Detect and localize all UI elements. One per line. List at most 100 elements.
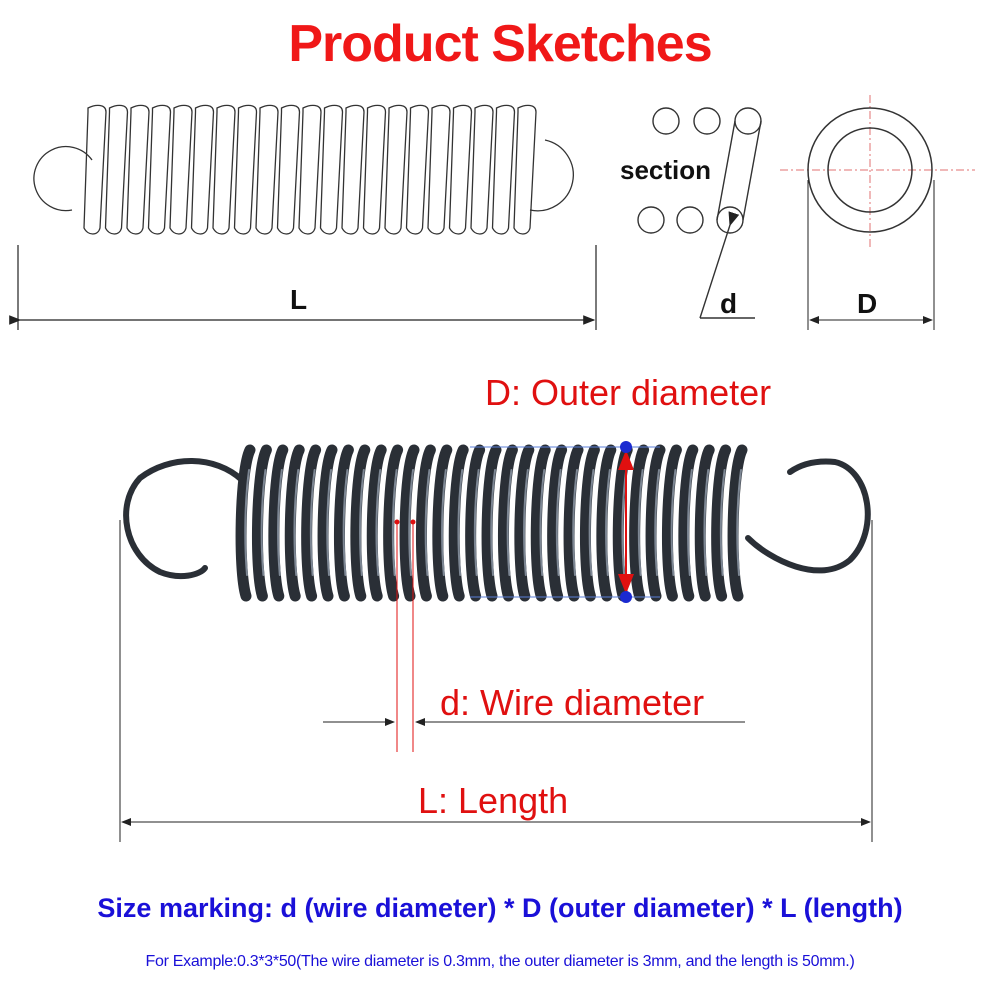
coil-highlight bbox=[375, 469, 382, 576]
coil bbox=[366, 444, 387, 602]
coil-outline bbox=[126, 104, 150, 235]
length-label: L: Length bbox=[418, 780, 569, 821]
coil bbox=[301, 444, 322, 602]
coil-outline bbox=[169, 104, 193, 235]
left-hook-sketch bbox=[33, 145, 93, 212]
coil-highlight bbox=[654, 469, 660, 576]
coil bbox=[268, 444, 289, 602]
coil bbox=[711, 444, 732, 602]
coil-outline bbox=[513, 104, 537, 235]
coil-outline bbox=[384, 104, 408, 235]
coil-highlight bbox=[473, 469, 480, 576]
coil-highlight bbox=[670, 469, 677, 576]
coil-highlight bbox=[539, 469, 546, 576]
coil bbox=[694, 444, 715, 602]
coil-outline bbox=[470, 104, 494, 235]
coil bbox=[333, 444, 354, 602]
coil bbox=[678, 444, 699, 602]
example-text: For Example:0.3*3*50(The wire diameter i… bbox=[145, 953, 855, 970]
coil-highlight bbox=[736, 469, 742, 576]
coil-outline bbox=[298, 104, 322, 235]
coil-outline bbox=[448, 104, 473, 235]
coil-highlight bbox=[408, 469, 414, 576]
coil bbox=[350, 444, 371, 602]
coil-highlight bbox=[555, 469, 562, 576]
coil-outline bbox=[83, 104, 107, 235]
coil-outline bbox=[405, 104, 430, 235]
coil-outline bbox=[427, 104, 451, 235]
coil bbox=[481, 444, 502, 602]
length-dimension bbox=[119, 520, 873, 842]
ring-end-view bbox=[780, 95, 975, 330]
coil-outline bbox=[319, 104, 344, 235]
coil-highlight bbox=[490, 469, 496, 576]
coil bbox=[399, 444, 420, 602]
right-hook bbox=[745, 458, 871, 574]
size-marking-text: Size marking: d (wire diameter) * D (out… bbox=[97, 893, 903, 923]
page-title: Product Sketches bbox=[288, 15, 712, 73]
section-sketch bbox=[637, 107, 762, 319]
L-label-sketch: L bbox=[290, 284, 308, 315]
left-hook bbox=[123, 458, 245, 580]
coil-outline bbox=[255, 104, 279, 235]
coil-outline bbox=[212, 104, 236, 235]
coil-highlight bbox=[687, 469, 693, 576]
coil-highlight bbox=[342, 469, 349, 576]
coil bbox=[661, 444, 682, 602]
wire-diameter-label: d: Wire diameter bbox=[440, 682, 705, 723]
coil-highlight bbox=[703, 469, 710, 576]
coil-outline bbox=[190, 104, 215, 235]
coil-highlight bbox=[277, 469, 283, 576]
coil-outline bbox=[362, 104, 387, 235]
coil-highlight bbox=[391, 469, 398, 576]
coil bbox=[448, 444, 469, 602]
wire-diameter-markers bbox=[323, 519, 745, 752]
coil-highlight bbox=[326, 469, 332, 576]
L-dimension-sketch bbox=[9, 245, 597, 330]
coil bbox=[645, 444, 666, 602]
coil-highlight bbox=[441, 469, 447, 576]
coil-outline bbox=[233, 104, 258, 235]
coil bbox=[465, 444, 486, 602]
coil bbox=[415, 444, 436, 602]
coil bbox=[497, 444, 518, 602]
outer-diameter-label: D: Outer diameter bbox=[485, 372, 772, 413]
spring-outline-sketch bbox=[33, 104, 574, 235]
section-label: section bbox=[620, 155, 712, 185]
coil-outline bbox=[341, 104, 365, 235]
coil-highlight bbox=[605, 469, 611, 576]
coil-highlight bbox=[588, 469, 595, 576]
right-hook-sketch bbox=[529, 139, 574, 212]
coil bbox=[432, 444, 453, 602]
coil bbox=[317, 444, 338, 602]
spring-photo bbox=[123, 444, 871, 602]
coil-highlight bbox=[572, 469, 578, 576]
d-label-sketch: d bbox=[720, 288, 738, 319]
coil-highlight bbox=[424, 469, 431, 576]
coil-highlight bbox=[260, 469, 267, 576]
coil-highlight bbox=[719, 469, 726, 576]
coil-highlight bbox=[506, 469, 513, 576]
coil-highlight bbox=[637, 469, 644, 576]
coil bbox=[251, 444, 272, 602]
coil bbox=[629, 444, 650, 602]
coil bbox=[547, 444, 568, 602]
coil-highlight bbox=[244, 469, 250, 576]
coil bbox=[563, 444, 584, 602]
coil bbox=[284, 444, 305, 602]
coil bbox=[727, 444, 748, 602]
coil-outline bbox=[491, 104, 516, 235]
coil bbox=[235, 444, 256, 602]
coil bbox=[514, 444, 535, 602]
coil-highlight bbox=[293, 469, 300, 576]
coil-outline bbox=[276, 104, 301, 235]
coil-highlight bbox=[309, 469, 316, 576]
coil-outline bbox=[147, 104, 172, 235]
coil-highlight bbox=[359, 469, 365, 576]
coil bbox=[579, 444, 600, 602]
coil bbox=[530, 444, 551, 602]
coil bbox=[383, 444, 404, 602]
D-label-sketch: D bbox=[857, 288, 878, 319]
